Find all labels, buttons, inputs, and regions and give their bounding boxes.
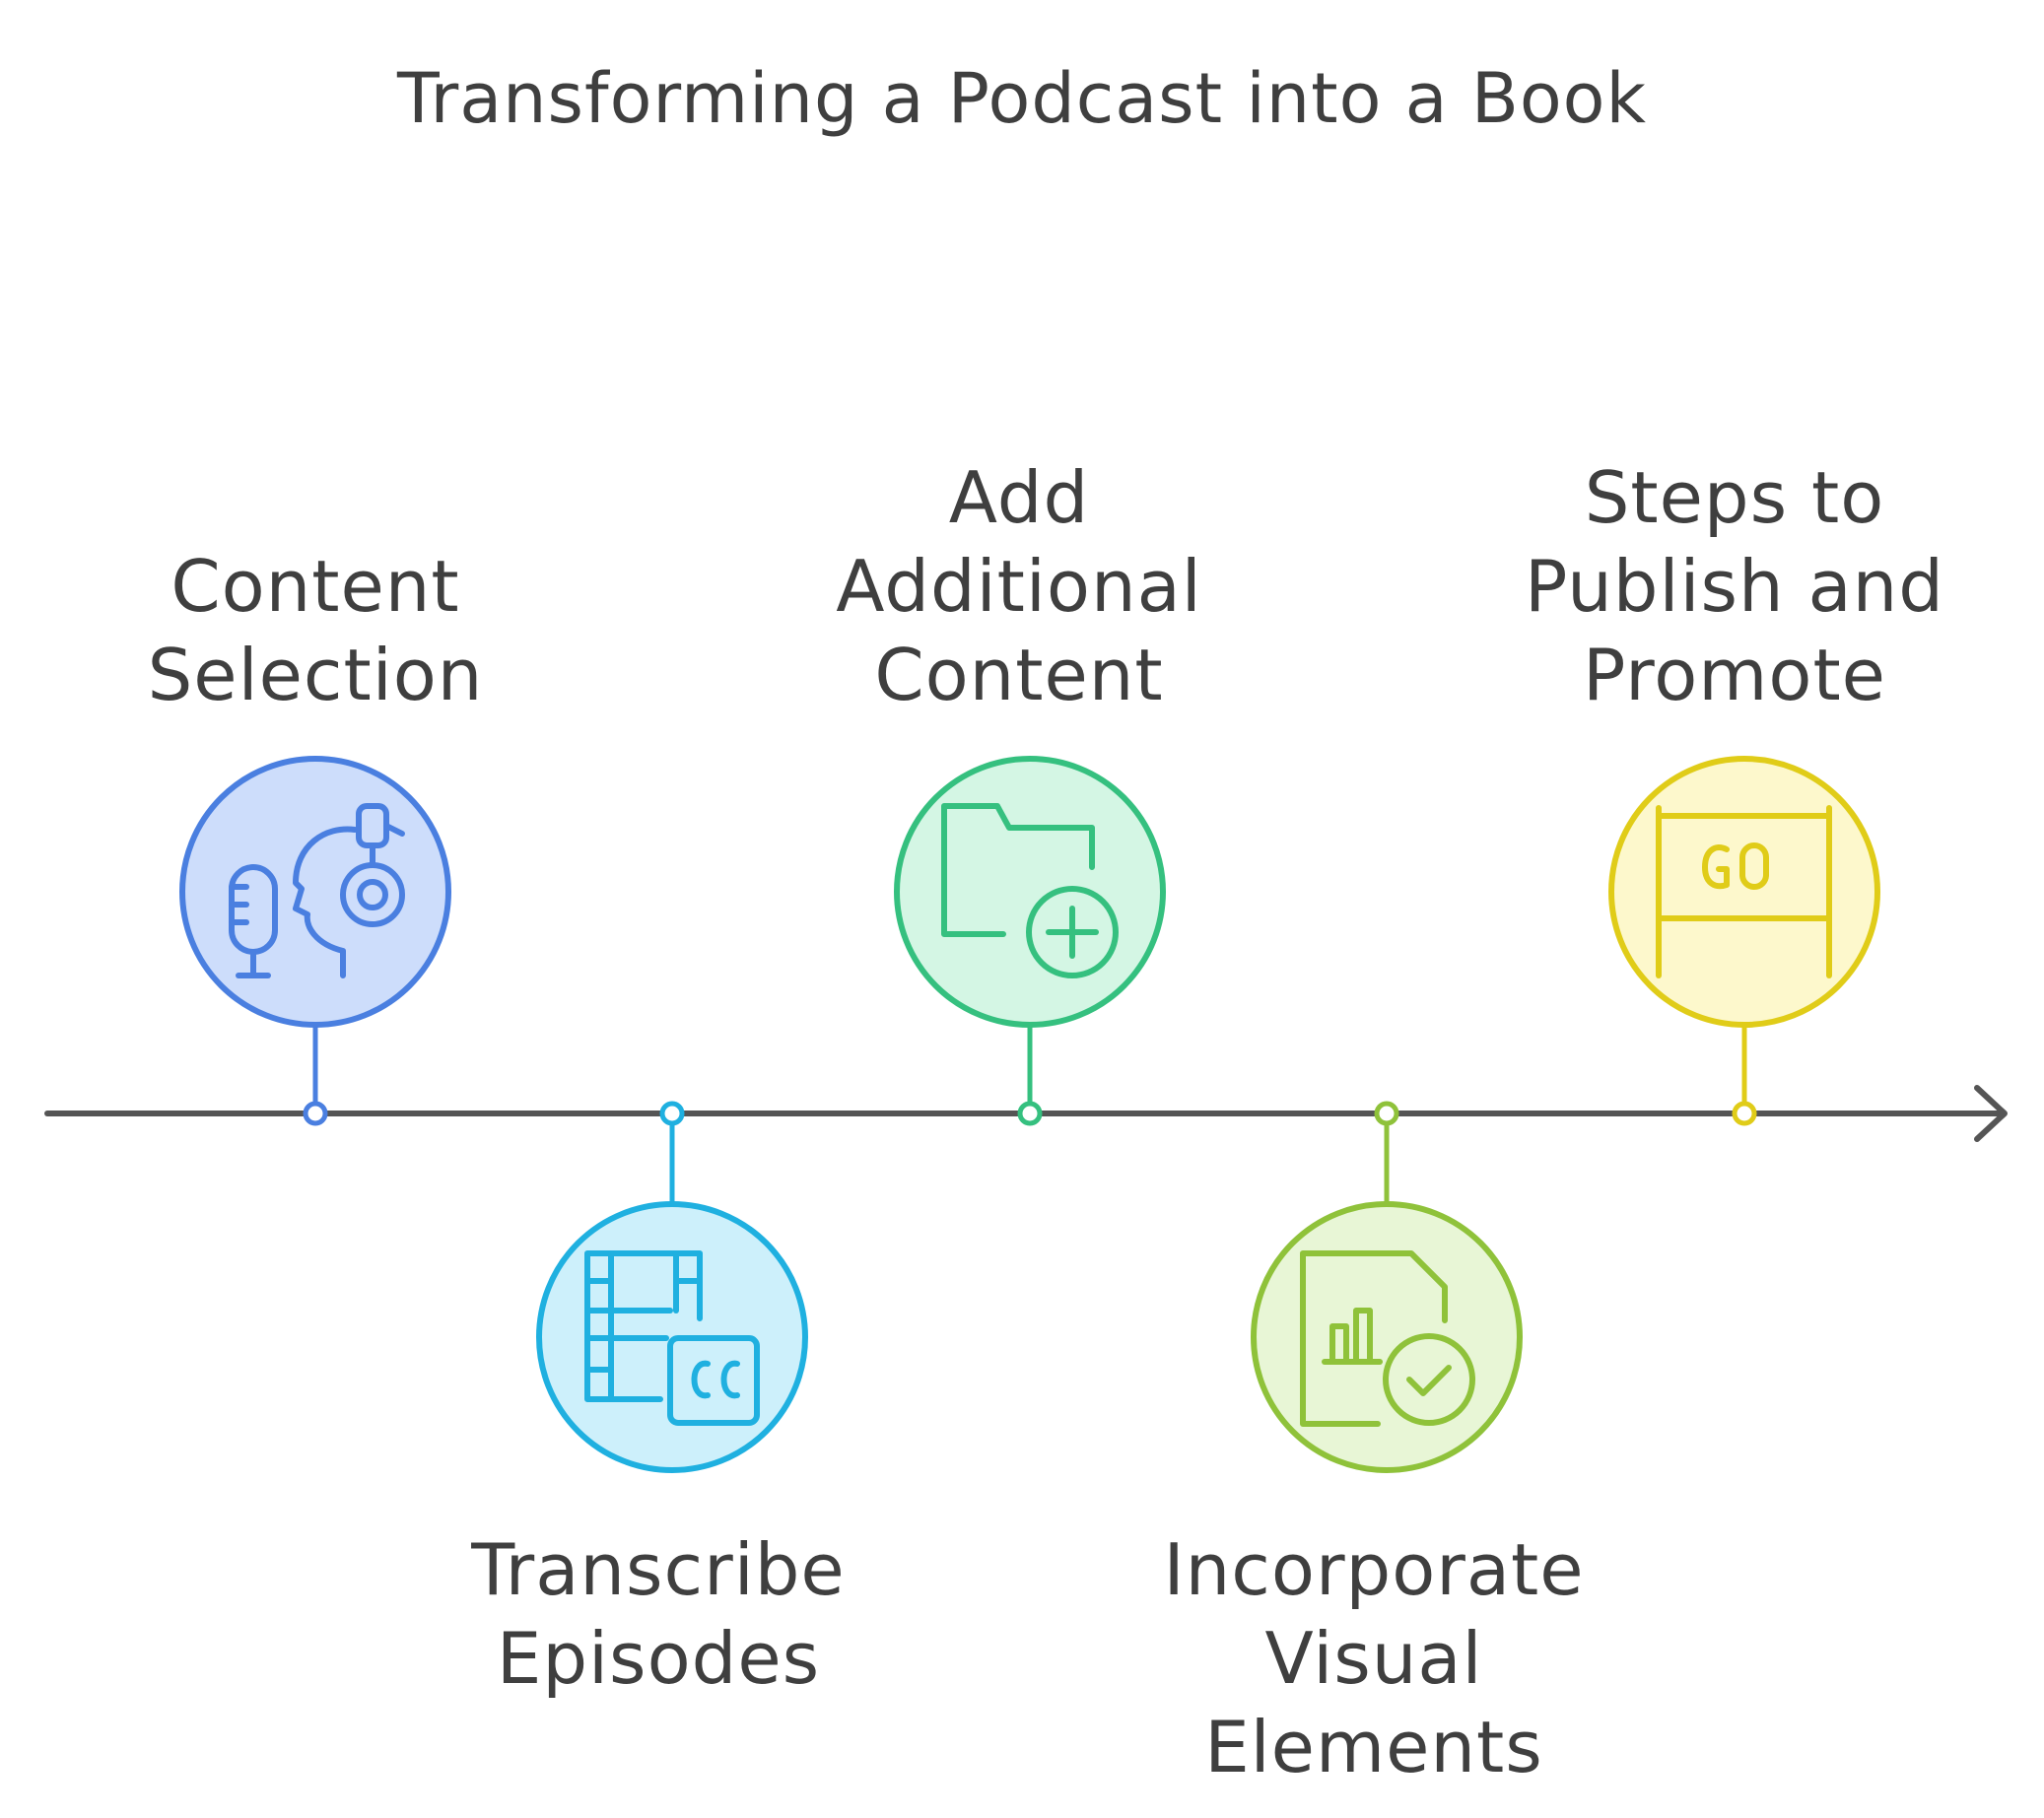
- film-captions-icon: [584, 1250, 760, 1426]
- step-publish-and-promote: [1608, 756, 1880, 1126]
- folder-plus-icon: [941, 803, 1119, 978]
- podcast-headset-icon: [229, 803, 405, 978]
- step-incorporate-visual-elements: [1251, 1101, 1523, 1473]
- step-transcribe-episodes: [536, 1101, 808, 1473]
- step-content-selection: [179, 756, 451, 1126]
- step-label-content-selection: Content Selection: [147, 545, 484, 716]
- step-label-incorporate-visual-elements: Incorporate Visual Elements: [1163, 1528, 1585, 1788]
- step-add-additional-content: [894, 756, 1166, 1126]
- step-label-transcribe-episodes: Transcribe Episodes: [471, 1528, 846, 1700]
- diagram-title: Transforming a Podcast into a Book: [396, 58, 1648, 139]
- step-label-add-additional-content: Add Additional Content: [836, 456, 1202, 716]
- step-label-publish-and-promote: Steps to Publish and Promote: [1525, 456, 1944, 716]
- document-chart-check-icon: [1300, 1250, 1475, 1427]
- go-sign-icon: [1656, 805, 1832, 978]
